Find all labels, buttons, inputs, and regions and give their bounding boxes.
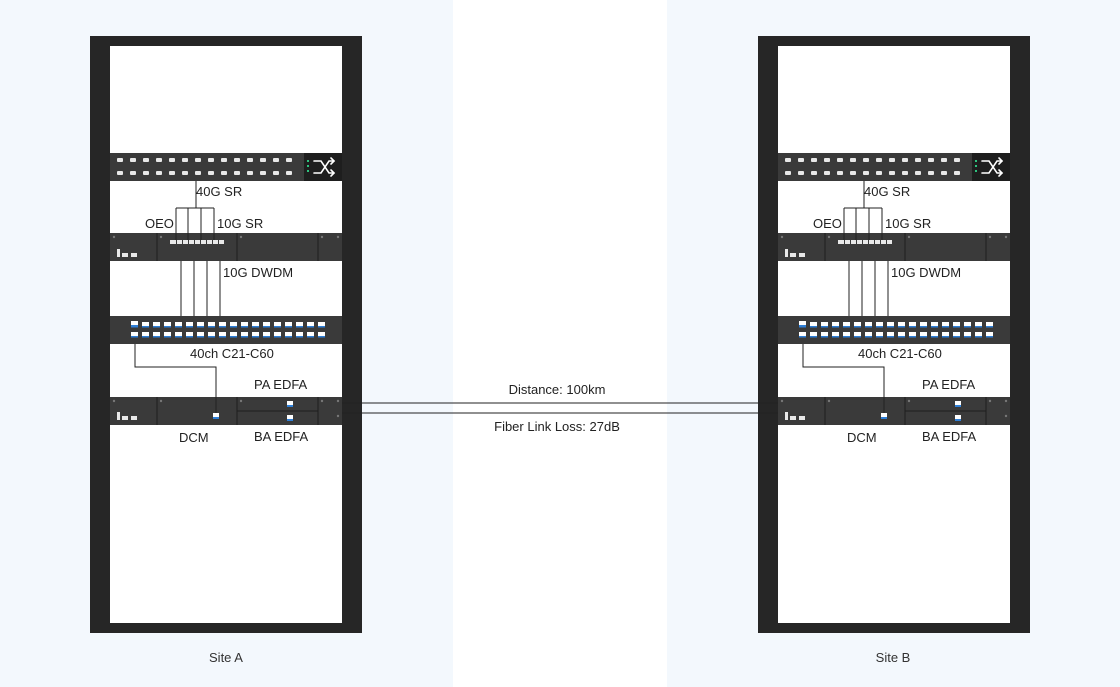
label-pa-edfa: PA EDFA bbox=[922, 377, 976, 392]
site-b-labels: 40G SR OEO 10G SR 10G DWDM 40ch C21-C60 … bbox=[813, 184, 977, 665]
label-ba-edfa: BA EDFA bbox=[254, 429, 309, 444]
site-b-name: Site B bbox=[876, 650, 911, 665]
label-10g-sr: 10G SR bbox=[885, 216, 931, 231]
site-a-name: Site A bbox=[209, 650, 243, 665]
label-10g-dwdm: 10G DWDM bbox=[223, 265, 293, 280]
label-mux: 40ch C21-C60 bbox=[858, 346, 942, 361]
label-oeo: OEO bbox=[145, 216, 174, 231]
label-mux: 40ch C21-C60 bbox=[190, 346, 274, 361]
fiber-link bbox=[342, 402, 778, 414]
label-dcm: DCM bbox=[847, 430, 877, 445]
label-40g-sr: 40G SR bbox=[864, 184, 910, 199]
link-distance-label: Distance: 100km bbox=[509, 382, 606, 397]
label-ba-edfa: BA EDFA bbox=[922, 429, 977, 444]
site-b-rack bbox=[757, 35, 1031, 634]
site-a-rack bbox=[89, 35, 363, 634]
label-10g-dwdm: 10G DWDM bbox=[891, 265, 961, 280]
link-loss-label: Fiber Link Loss: 27dB bbox=[494, 419, 620, 434]
label-dcm: DCM bbox=[179, 430, 209, 445]
site-a-labels: 40G SR OEO 10G SR 10G DWDM 40ch C21-C60 … bbox=[145, 184, 309, 665]
label-10g-sr: 10G SR bbox=[217, 216, 263, 231]
label-pa-edfa: PA EDFA bbox=[254, 377, 308, 392]
label-oeo: OEO bbox=[813, 216, 842, 231]
label-40g-sr: 40G SR bbox=[196, 184, 242, 199]
